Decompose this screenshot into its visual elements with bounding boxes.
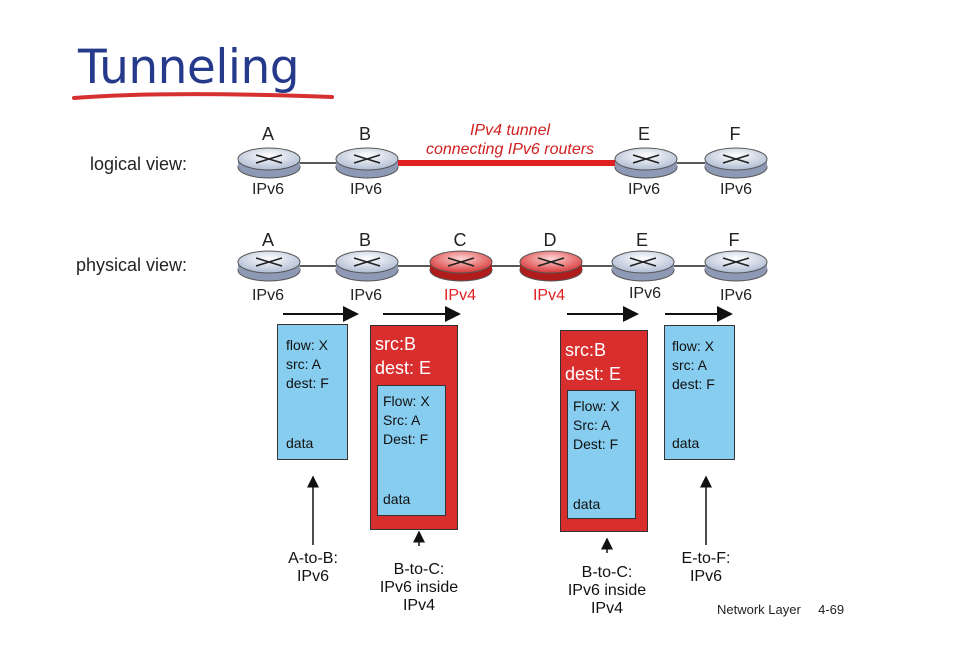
packet-data: data (286, 435, 314, 451)
caption-e-to-f: E-to-F: IPv6 (651, 550, 761, 586)
logical-ip-b: IPv6 (349, 181, 382, 198)
router-icon-ipv4 (519, 250, 583, 282)
slide-footer: Network Layer 4-69 (717, 602, 844, 617)
physical-router-a-name: A (261, 230, 274, 250)
logical-router-f-name: F (729, 124, 741, 144)
physical-router-b-name: B (358, 230, 371, 250)
packet-src: Src: A (573, 417, 611, 433)
router-icon (704, 250, 768, 282)
packet-src: src: A (672, 357, 708, 373)
footer-page: 4-69 (818, 602, 845, 617)
physical-view-label: physical view: (76, 255, 188, 275)
physical-router-e-name: E (635, 230, 648, 250)
page-title: Tunneling (78, 40, 300, 95)
caption-line: IPv6 inside (567, 582, 647, 599)
caption-line: IPv4 (590, 600, 623, 617)
caption-b-to-c-right: B-to-C: IPv6 inside IPv4 (552, 564, 662, 618)
router-icon (237, 147, 301, 179)
outer-dest: dest: E (375, 358, 432, 378)
caption-line: A-to-B: (288, 550, 338, 567)
packet-data: data (383, 491, 411, 507)
router-icon (611, 250, 675, 282)
packet-src: Src: A (383, 412, 421, 428)
packet-d-to-e-outer: src:B dest: E Flow: X Src: A Dest: F dat… (560, 330, 648, 532)
packet-b-to-c-outer: src:B dest: E Flow: X Src: A Dest: F dat… (370, 325, 458, 530)
logical-router-a-name: A (261, 124, 274, 144)
logical-ip-f: IPv6 (719, 181, 752, 198)
logical-router-e-name: E (637, 124, 650, 144)
outer-dest: dest: E (565, 364, 622, 384)
router-icon (704, 147, 768, 179)
caption-b-to-c-left: B-to-C: IPv6 inside IPv4 (364, 561, 474, 615)
caption-line: IPv6 inside (379, 579, 459, 596)
caption-line: B-to-C: (581, 564, 633, 581)
logical-ip-e: IPv6 (627, 181, 660, 198)
physical-ip-a: IPv6 (251, 287, 284, 304)
packet-b-to-c-inner: Flow: X Src: A Dest: F data (377, 385, 446, 516)
title-underline (72, 92, 334, 100)
packet-data: data (573, 496, 601, 512)
physical-ip-c: IPv4 (443, 287, 476, 304)
packet-dest: Dest: F (383, 431, 429, 447)
physical-router-c-name: C (453, 230, 467, 250)
packet-e-to-f: flow: X src: A dest: F data (664, 325, 735, 460)
packet-flow: Flow: X (573, 398, 620, 414)
packet-dest: dest: F (672, 376, 715, 392)
tunnel-label-line2: connecting IPv6 routers (425, 141, 595, 158)
packet-dest: dest: F (286, 375, 329, 391)
packet-src: src: A (286, 356, 322, 372)
caption-line: B-to-C: (393, 561, 445, 578)
physical-ip-b: IPv6 (349, 287, 382, 304)
physical-router-d-name: D (543, 230, 557, 250)
router-icon (614, 147, 678, 179)
caption-a-to-b: A-to-B: IPv6 (258, 550, 368, 586)
physical-ip-f: IPv6 (719, 287, 752, 304)
packet-d-to-e-inner: Flow: X Src: A Dest: F data (567, 390, 636, 519)
caption-line: IPv6 (689, 568, 722, 585)
footer-section: Network Layer (717, 602, 801, 617)
router-icon (237, 250, 301, 282)
packet-flow: flow: X (286, 337, 329, 353)
router-icon (335, 147, 399, 179)
packet-data: data (672, 435, 700, 451)
router-icon (335, 250, 399, 282)
outer-src: src:B (565, 340, 607, 360)
logical-router-b-name: B (358, 124, 371, 144)
outer-src: src:B (375, 334, 417, 354)
packet-dest: Dest: F (573, 436, 619, 452)
packet-flow: Flow: X (383, 393, 430, 409)
caption-line: IPv6 (296, 568, 329, 585)
logical-ip-a: IPv6 (251, 181, 284, 198)
logical-view-label: logical view: (90, 154, 188, 174)
physical-ip-e: IPv6 (628, 285, 661, 302)
physical-ip-d: IPv4 (532, 287, 565, 304)
packet-a-to-b: flow: X src: A dest: F data (277, 324, 348, 460)
caption-line: IPv4 (402, 597, 435, 614)
router-icon-ipv4 (429, 250, 493, 282)
caption-line: E-to-F: (681, 550, 731, 567)
physical-router-f-name: F (728, 230, 740, 250)
packet-flow: flow: X (672, 338, 715, 354)
tunnel-label-line1: IPv4 tunnel (469, 122, 551, 139)
